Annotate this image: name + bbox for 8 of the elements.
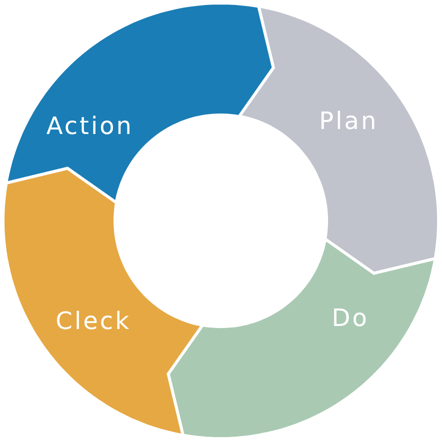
segment-label: Plan bbox=[319, 107, 378, 136]
cycle-segment bbox=[168, 239, 436, 439]
cycle-segment bbox=[239, 6, 439, 274]
segment-label: Cleck bbox=[56, 306, 131, 335]
segment-label: Do bbox=[332, 304, 369, 332]
segment-label: Action bbox=[46, 112, 134, 140]
cycle-segment bbox=[6, 3, 274, 203]
cycle-segment bbox=[3, 168, 203, 436]
